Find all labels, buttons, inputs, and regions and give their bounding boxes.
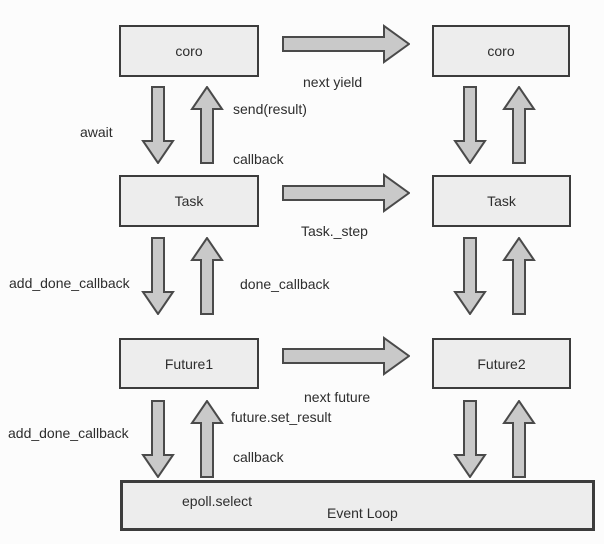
node-task-right: Task bbox=[432, 175, 571, 227]
node-future2: Future2 bbox=[432, 338, 571, 389]
node-future1: Future1 bbox=[119, 338, 259, 389]
arrow-event-loop-up-to-future2 bbox=[502, 400, 536, 478]
label-callback-top: callback bbox=[233, 151, 284, 167]
label-done-callback: done_callback bbox=[240, 276, 330, 292]
label-send-result: send(result) bbox=[233, 101, 307, 117]
label-add-done-callback-bottom: add_done_callback bbox=[8, 425, 129, 441]
arrow-task-left-down-to-future1 bbox=[141, 237, 175, 315]
label-next-future: next future bbox=[304, 389, 371, 405]
node-task-left: Task bbox=[119, 175, 259, 227]
label-task-step: Task._step bbox=[301, 223, 368, 239]
node-coro-left: coro bbox=[119, 25, 259, 77]
arrow-task-left-to-task-right bbox=[282, 173, 410, 213]
arrow-future2-down-to-event-loop bbox=[453, 400, 487, 478]
arrow-coro-right-down-to-task bbox=[453, 86, 487, 164]
label-future-set-result: future.set_result bbox=[231, 409, 332, 425]
arrow-event-loop-up-to-future1 bbox=[190, 400, 224, 478]
node-event-loop-label: Event Loop bbox=[327, 505, 398, 521]
label-callback-bottom: callback bbox=[233, 449, 284, 465]
label-epoll-select: epoll.select bbox=[182, 493, 253, 509]
arrow-task-left-up-to-coro bbox=[190, 86, 224, 164]
arrow-future1-to-future2 bbox=[282, 336, 410, 376]
label-await: await bbox=[80, 124, 113, 140]
arrow-task-right-down-to-future2 bbox=[453, 237, 487, 315]
node-event-loop: epoll.select Event Loop bbox=[120, 480, 595, 531]
arrow-task-right-up-to-coro bbox=[502, 86, 536, 164]
arrow-future1-down-to-event-loop bbox=[141, 400, 175, 478]
node-coro-right: coro bbox=[432, 25, 570, 77]
arrow-future2-up-to-task bbox=[502, 237, 536, 315]
arrow-coro-left-to-coro-right bbox=[282, 24, 410, 64]
label-next-yield: next yield bbox=[303, 74, 363, 90]
label-add-done-callback-top: add_done_callback bbox=[9, 275, 130, 291]
arrow-future1-up-to-task bbox=[190, 237, 224, 315]
arrow-coro-left-down-to-task bbox=[141, 86, 175, 164]
